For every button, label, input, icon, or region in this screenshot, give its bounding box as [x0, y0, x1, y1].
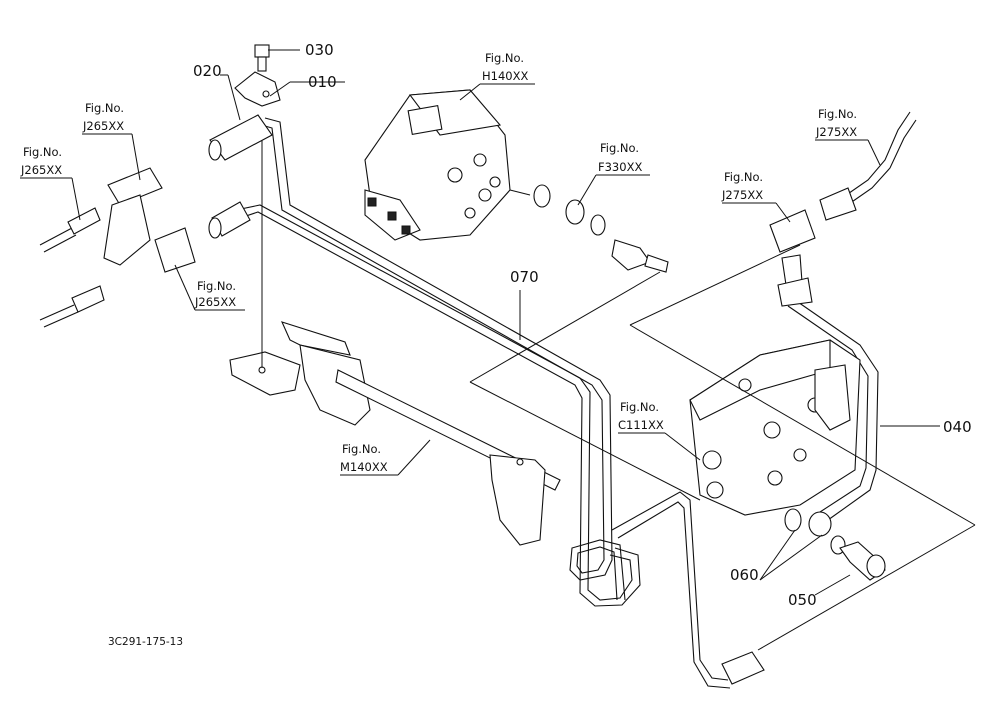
figno-h140-prefix: Fig.No. [485, 51, 524, 65]
leaders [20, 49, 976, 651]
figno-j265-a-prefix: Fig.No. [85, 101, 124, 115]
label-010: 010 [308, 73, 337, 91]
fitting-lower [208, 201, 251, 239]
clamp-010 [234, 71, 281, 107]
figno-h140: H140XX [482, 69, 528, 83]
frame-m140 [229, 122, 561, 546]
valve-c111 [689, 339, 861, 516]
figno-j275-b-prefix: Fig.No. [724, 170, 763, 184]
fittings-f330 [509, 184, 669, 273]
label-070: 070 [510, 268, 539, 286]
labels: 030 010 020 070 040 060 050 Fig.No. J265… [20, 41, 972, 648]
fitting-bottom [721, 651, 765, 685]
pipe-j275 [841, 111, 917, 207]
bolt-050 [839, 541, 886, 581]
label-060: 060 [730, 566, 759, 584]
figno-j265-c: J265XX [194, 295, 236, 309]
figno-j265-c-prefix: Fig.No. [197, 279, 236, 293]
bolt-030 [254, 44, 270, 72]
pipe-040 [787, 299, 879, 521]
figno-j265-b: J265XX [20, 163, 62, 177]
pipe-070 [235, 117, 731, 689]
figno-m140: M140XX [340, 460, 388, 474]
drawing-code: 3C291-175-13 [108, 636, 183, 648]
fittings-j265 [67, 167, 196, 313]
figno-c111: C111XX [618, 418, 664, 432]
tee-j275 [769, 187, 857, 307]
figno-j265-b-prefix: Fig.No. [23, 145, 62, 159]
label-040: 040 [943, 418, 972, 436]
label-030: 030 [305, 41, 334, 59]
pipe-left [39, 227, 79, 328]
figno-m140-prefix: Fig.No. [342, 442, 381, 456]
figno-c111-prefix: Fig.No. [620, 400, 659, 414]
pump-h140 [364, 89, 511, 241]
label-050: 050 [788, 591, 817, 609]
label-020: 020 [193, 62, 222, 80]
figno-j275-b: J275XX [721, 188, 763, 202]
figno-j275-a: J275XX [815, 125, 857, 139]
figno-f330-prefix: Fig.No. [600, 141, 639, 155]
fitting-020 [208, 114, 273, 161]
figno-j275-a-prefix: Fig.No. [818, 107, 857, 121]
figno-j265-a: J265XX [82, 119, 124, 133]
figno-f330: F330XX [598, 160, 642, 174]
